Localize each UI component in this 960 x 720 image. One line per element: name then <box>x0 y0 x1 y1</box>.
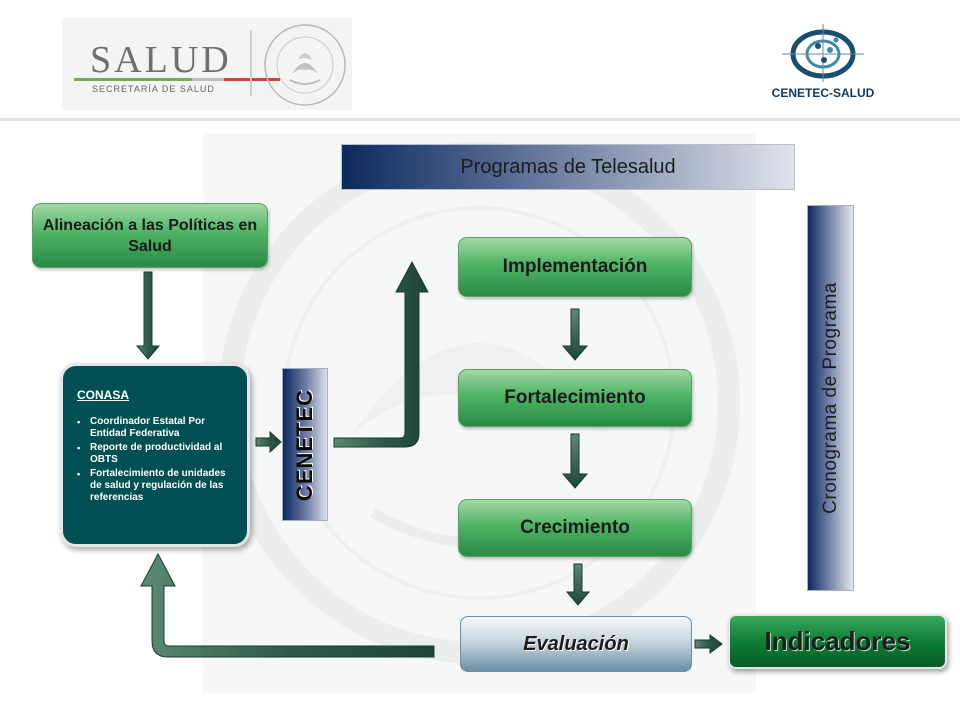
salud-logo: SALUD SECRETARÍA DE SALUD <box>62 18 352 110</box>
mexico-seal-icon <box>264 24 346 106</box>
arrow-cenetec-to-implementacion <box>333 260 429 448</box>
conasa-list-item: • Fortalecimiento de unidades de salud y… <box>77 468 237 504</box>
salud-logo-bar-red <box>224 78 280 81</box>
arrow-crecimiento-to-evaluacion <box>565 563 591 606</box>
arrow-evaluacion-to-conasa <box>140 552 435 658</box>
cronograma-box: Cronograma de Programa <box>807 205 854 591</box>
salud-logo-wordmark: SALUD <box>90 39 232 81</box>
indicadores-box: Indicadores <box>728 614 947 669</box>
conasa-item-text: Fortalecimiento de unidades de salud y r… <box>90 468 226 503</box>
cenetec-globe-icon <box>782 24 864 82</box>
bullet-icon: ▪ <box>77 443 81 453</box>
fortalecimiento-box: Fortalecimiento <box>458 369 692 427</box>
salud-logo-bar-green <box>74 78 192 81</box>
implementacion-box: Implementación <box>458 237 692 297</box>
cronograma-label: Cronograma de Programa <box>819 282 841 514</box>
arrow-alineacion-to-conasa <box>135 271 161 360</box>
cenetec-label: CENETEC <box>292 388 317 501</box>
diagram-title: Programas de Telesalud <box>341 144 795 190</box>
conasa-list-item: ▪ Coordinador Estatal Por Entidad Federa… <box>77 416 237 440</box>
cenetec-logo: CENETEC-SALUD <box>768 22 878 104</box>
conasa-item-text: Coordinador Estatal Por Entidad Federati… <box>90 416 206 439</box>
arrow-fortalecimiento-to-crecimiento <box>561 433 589 489</box>
conasa-item-text: Reporte de productividad al OBTS <box>90 442 223 465</box>
logo-separator <box>250 30 252 96</box>
salud-logo-bar-grey <box>192 78 224 81</box>
salud-logo-subtitle: SECRETARÍA DE SALUD <box>92 84 215 94</box>
arrow-implementacion-to-fortalecimiento <box>561 308 589 361</box>
cenetec-box: CENETEC <box>282 368 328 521</box>
arrow-evaluacion-to-indicadores <box>694 634 723 654</box>
crecimiento-box: Crecimiento <box>458 499 692 557</box>
bullet-icon: • <box>77 469 81 479</box>
alineacion-box: Alineación a las Políticas en Salud <box>32 203 268 268</box>
bullet-icon: ▪ <box>77 417 81 427</box>
arrow-conasa-to-cenetec <box>255 430 282 454</box>
cenetec-logo-text: CENETEC-SALUD <box>771 86 875 100</box>
conasa-box: CONASA ▪ Coordinador Estatal Por Entidad… <box>60 363 250 547</box>
conasa-title: CONASA <box>77 388 130 402</box>
evaluacion-box: Evaluación <box>460 616 692 672</box>
conasa-list-item: ▪ Reporte de productividad al OBTS <box>77 442 237 466</box>
header-divider <box>0 118 960 121</box>
